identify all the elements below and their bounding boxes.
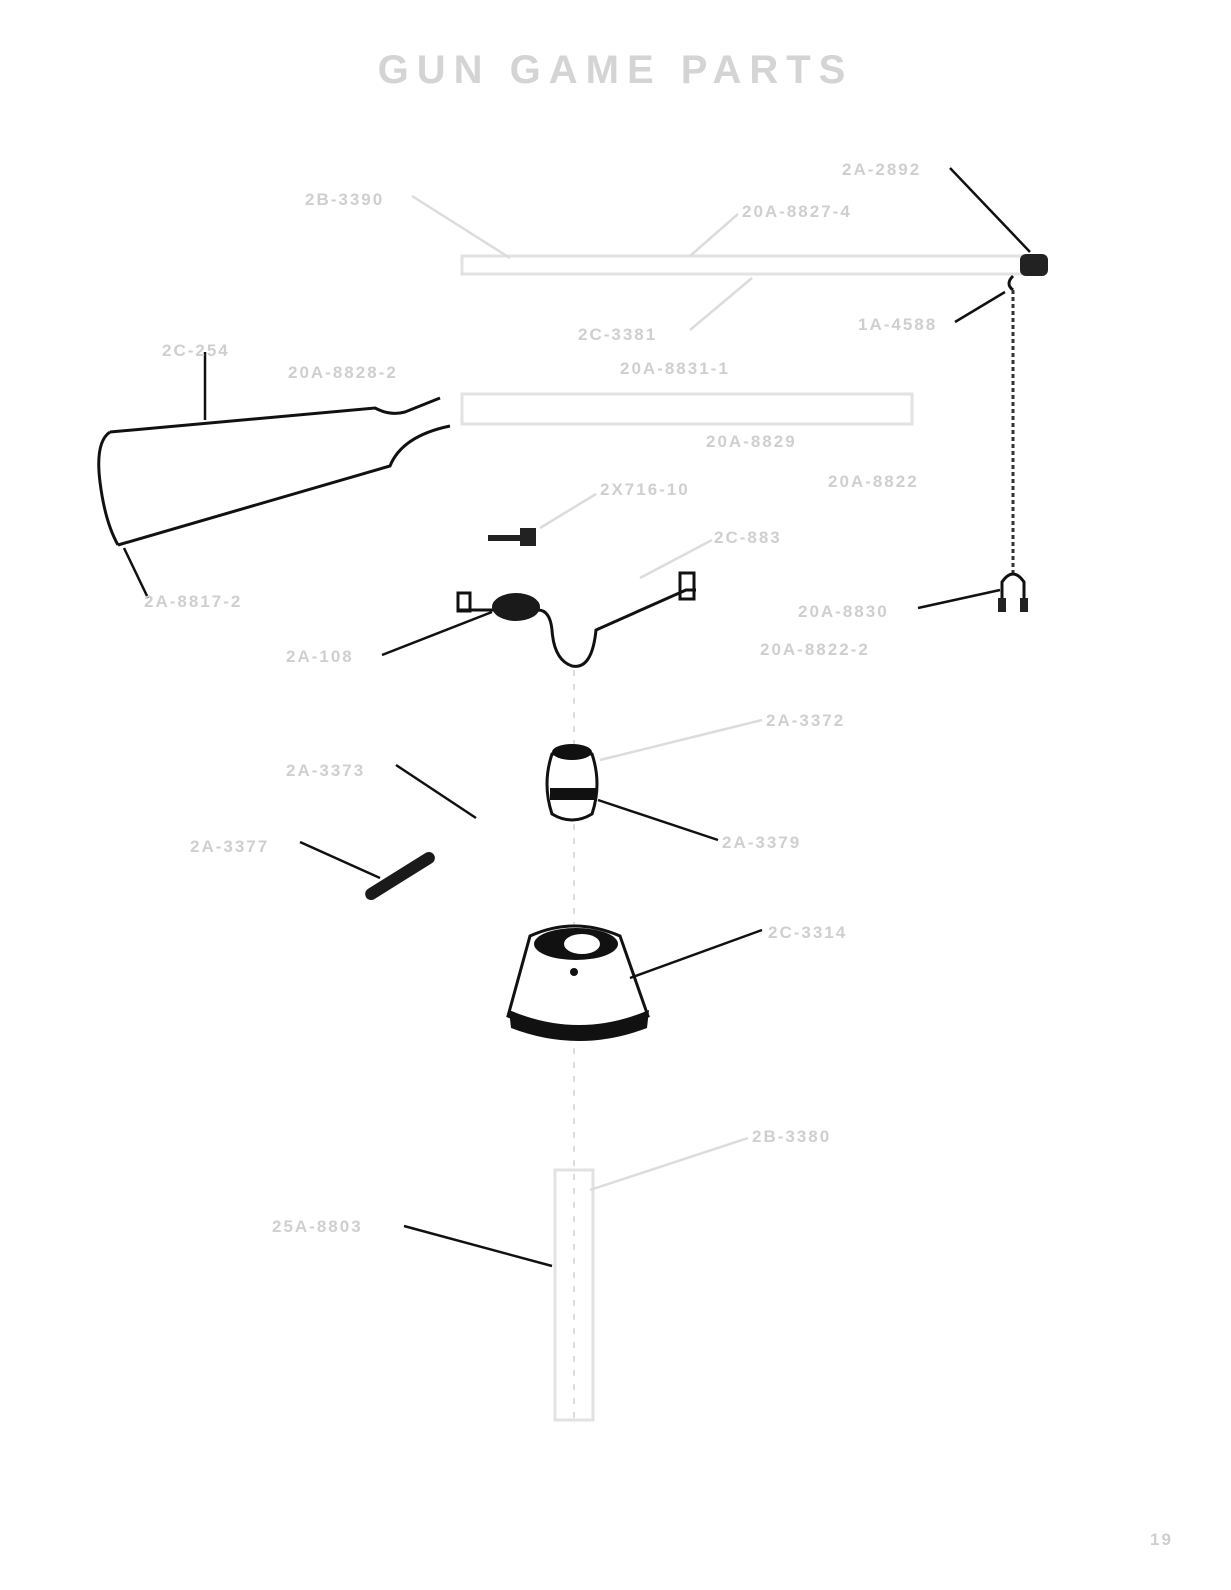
label-bracket-bolt: 20A-8822-2 [760, 640, 870, 659]
label-post-pin: 2B-3380 [752, 1127, 831, 1146]
label-post: 25A-8803 [272, 1217, 363, 1236]
bracket-drawing [456, 571, 696, 668]
barrel-drawing [460, 254, 1048, 292]
label-barrel-clamp: 2C-3381 [578, 325, 657, 344]
label-butt-plate: 2A-8817-2 [144, 592, 242, 611]
chain-drawing [998, 290, 1028, 612]
stock-drawing [97, 392, 914, 547]
label-chain-ring: 1A-4588 [858, 315, 937, 334]
label-barrel-tube: 20A-8827-4 [742, 202, 852, 221]
label-bracket: 2C-883 [714, 528, 782, 547]
label-pin-set: 2A-3373 [286, 761, 365, 780]
label-bushing-screw: 2A-3372 [766, 711, 845, 730]
page-number: 19 [1150, 1530, 1173, 1549]
base-cone-drawing [506, 924, 650, 1041]
bushing-drawing [545, 744, 599, 822]
label-frame-left-bolt: 20A-8828-2 [288, 363, 398, 382]
post-drawing [553, 1168, 595, 1422]
label-frame-mid-bolt: 20A-8831-1 [620, 359, 730, 378]
leader-lines [122, 167, 1031, 1268]
label-frame-rear-bolt: 20A-8829 [706, 432, 797, 451]
label-stock: 2C-254 [162, 341, 230, 360]
label-barrel-rear: 2B-3390 [305, 190, 384, 209]
label-pin: 2A-3377 [190, 837, 269, 856]
label-weight: 2A-108 [286, 647, 354, 666]
label-frame-end-bolt: 20A-8822 [828, 472, 919, 491]
label-front-cap: 2A-2892 [842, 160, 921, 179]
page-title: GUN GAME PARTS [377, 48, 854, 92]
label-bushing: 2A-3379 [722, 833, 801, 852]
pin-drawing [365, 851, 435, 901]
label-switch: 2X716-10 [600, 480, 690, 499]
label-base-cone: 2C-3314 [768, 923, 847, 942]
label-u-clamp: 20A-8830 [798, 602, 889, 621]
switch-drawing [488, 528, 536, 546]
